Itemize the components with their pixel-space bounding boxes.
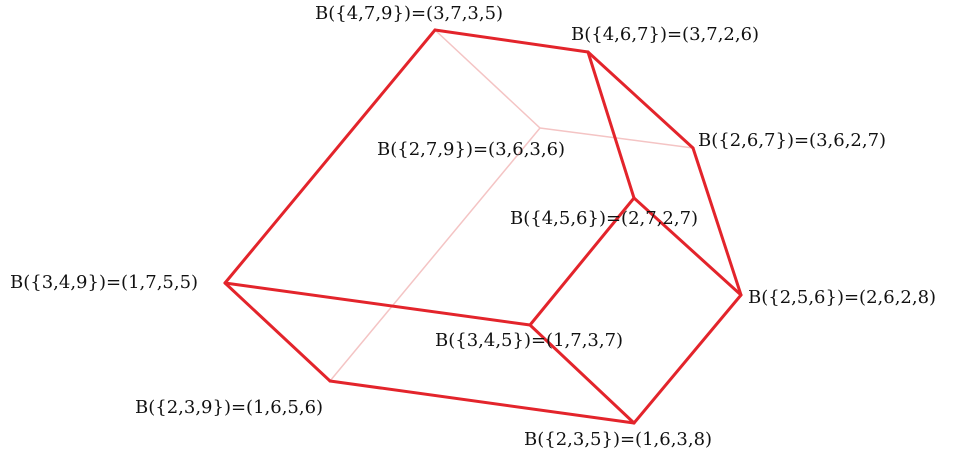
edge-v479-v349 (223, 28, 437, 285)
visible-edges (223, 28, 743, 425)
vertex-label-v467: B({4,6,7})=(3,7,2,6) (571, 24, 759, 45)
vertex-label-v235: B({2,3,5})=(1,6,3,8) (524, 429, 712, 450)
edge-v467-v267 (586, 50, 695, 150)
edge-v456-v256 (632, 196, 743, 297)
edge-v235-v256 (632, 293, 743, 425)
vertex-label-v345: B({3,4,5})=(1,7,3,7) (435, 330, 623, 351)
vertex-label-v256: B({2,5,6})=(2,6,2,8) (748, 287, 936, 308)
edge-v456-v345 (528, 196, 636, 327)
hidden-edges (329, 29, 694, 382)
edge-v267-v256 (691, 146, 743, 297)
hidden-edge-v279-v239 (329, 127, 541, 382)
vertex-label-v267: B({2,6,7})=(3,6,2,7) (698, 130, 886, 151)
edge-v349-v239 (223, 281, 332, 383)
hidden-edge-v479-v279 (434, 29, 541, 129)
edge-v349-v345 (223, 281, 532, 327)
vertex-label-v279: B({2,7,9})=(3,6,3,6) (377, 139, 565, 160)
vertex-label-v479: B({4,7,9})=(3,7,3,5) (315, 3, 503, 24)
vertex-label-v239: B({2,3,9})=(1,6,5,6) (135, 397, 323, 418)
edge-v467-v456 (586, 50, 636, 200)
edge-v479-v467 (433, 28, 590, 54)
vertex-label-v456: B({4,5,6})=(2,7,2,7) (510, 208, 698, 229)
vertex-labels: B({4,7,9})=(3,7,3,5) B({4,6,7})=(3,7,2,6)… (10, 3, 936, 450)
edge-v239-v235 (328, 379, 636, 425)
vertex-label-v349: B({3,4,9})=(1,7,5,5) (10, 272, 198, 293)
edge-v345-v235 (528, 323, 636, 425)
